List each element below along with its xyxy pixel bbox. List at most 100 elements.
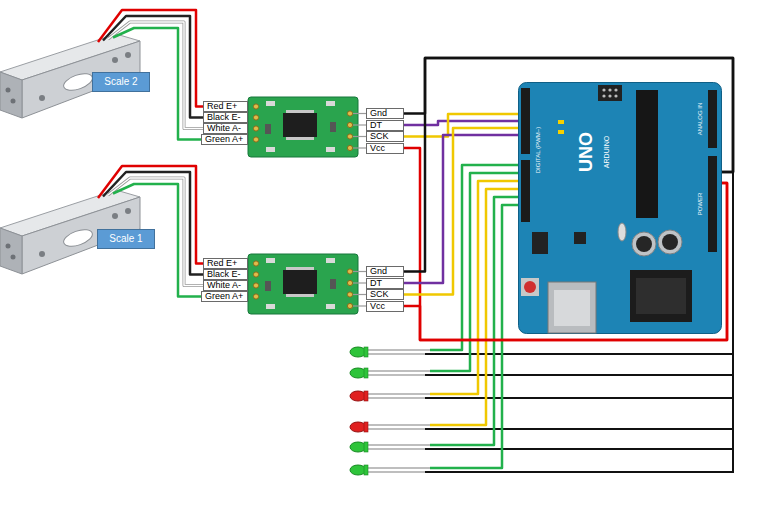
hx711-board (347, 145, 352, 150)
pin-name: Vcc (370, 302, 385, 311)
scale-label: Scale 2 (92, 72, 150, 92)
pin-label: Green A+ (201, 291, 248, 302)
load-cell-wire (98, 10, 203, 107)
board-part (532, 232, 548, 254)
led (368, 444, 430, 446)
pin-name: SCK (370, 290, 389, 299)
hx711-board (326, 258, 335, 263)
board-part (574, 232, 586, 244)
hx711-board (347, 122, 352, 127)
arduino-board: UNO ARDUINO (518, 82, 722, 334)
hx711-board (330, 122, 336, 132)
hx711-board (283, 113, 317, 137)
pin-name: Green A+ (205, 135, 243, 144)
board-section-label: POWER (697, 193, 703, 216)
hx711-board (347, 134, 352, 139)
pin-label: Black E- (203, 112, 248, 123)
hx711-board (326, 147, 335, 152)
board-section-label: ANALOG IN (697, 103, 703, 136)
pin-label: Green A+ (201, 134, 248, 145)
hx711-board (353, 305, 366, 306)
hx711-board (347, 111, 352, 116)
load-cell (11, 255, 16, 260)
led (364, 347, 368, 357)
board-logo: ARDUINO (603, 136, 610, 168)
hx711-board (326, 101, 335, 106)
load-cell-wire (98, 166, 203, 297)
hx711-board (353, 147, 366, 148)
led (368, 374, 425, 376)
hx711-board (253, 283, 258, 288)
board-section-label: DIGITAL (PWM~) (535, 127, 541, 174)
hx711-board (353, 282, 366, 283)
load-cell (0, 228, 22, 274)
led (350, 465, 366, 475)
pin-label: Gnd (366, 266, 404, 277)
ground-wire (425, 397, 733, 399)
wire (404, 121, 518, 125)
hx711-board (266, 304, 275, 309)
ground-wire (425, 428, 733, 430)
board-part (558, 120, 564, 124)
led (364, 391, 368, 401)
pin-name: Black E- (207, 270, 241, 279)
load-cell (0, 72, 22, 118)
board-part (608, 88, 611, 91)
board-part (598, 85, 622, 101)
pin-label: SCK (366, 289, 404, 300)
board-part (636, 236, 652, 252)
board-part (662, 234, 678, 250)
board-part (521, 160, 530, 222)
pin-name: DT (370, 121, 382, 130)
hx711-board (253, 272, 258, 277)
hx711-board (347, 269, 352, 274)
board-part (602, 94, 605, 97)
hx711-board (253, 137, 258, 142)
led (368, 467, 430, 469)
hx711-board (253, 261, 258, 266)
pin-label: Red E+ (203, 258, 248, 269)
led (368, 471, 425, 473)
pin-name: Black E- (207, 113, 241, 122)
pin-label: DT (366, 120, 404, 131)
wire (404, 114, 518, 137)
led (368, 448, 425, 450)
load-cell (112, 213, 118, 219)
board-part (524, 281, 536, 293)
pin-name: Green A+ (205, 292, 243, 301)
board-part (602, 88, 605, 91)
board-part (632, 232, 656, 256)
pin-label: DT (366, 278, 404, 289)
hx711-board (347, 303, 352, 308)
board-part (618, 223, 626, 241)
led (350, 442, 430, 452)
board-part (521, 88, 530, 154)
board-part (608, 94, 611, 97)
pin-label: SCK (366, 131, 404, 142)
pin-name: SCK (370, 132, 389, 141)
board-logo: UNO (577, 132, 595, 172)
led (350, 368, 366, 378)
led (368, 424, 430, 426)
board-part (519, 83, 722, 334)
led (364, 465, 368, 475)
pin-name: Red E+ (207, 102, 237, 111)
hx711-board (326, 304, 335, 309)
led (350, 442, 366, 452)
pin-name: Gnd (370, 267, 387, 276)
load-cell (11, 99, 16, 104)
hx711-board (253, 126, 258, 131)
hx711-board (353, 124, 366, 125)
board-part (658, 230, 682, 254)
led (364, 422, 368, 432)
board-part (521, 278, 539, 296)
hx711-board (253, 115, 258, 120)
pin-name: White A- (207, 281, 241, 290)
led (350, 422, 366, 432)
ground-wire (732, 172, 734, 473)
hx711-board (266, 258, 275, 263)
load-cell (6, 244, 11, 249)
hx711-board (248, 254, 358, 314)
ground-wire (425, 471, 733, 473)
pin-label: Vcc (366, 143, 404, 154)
